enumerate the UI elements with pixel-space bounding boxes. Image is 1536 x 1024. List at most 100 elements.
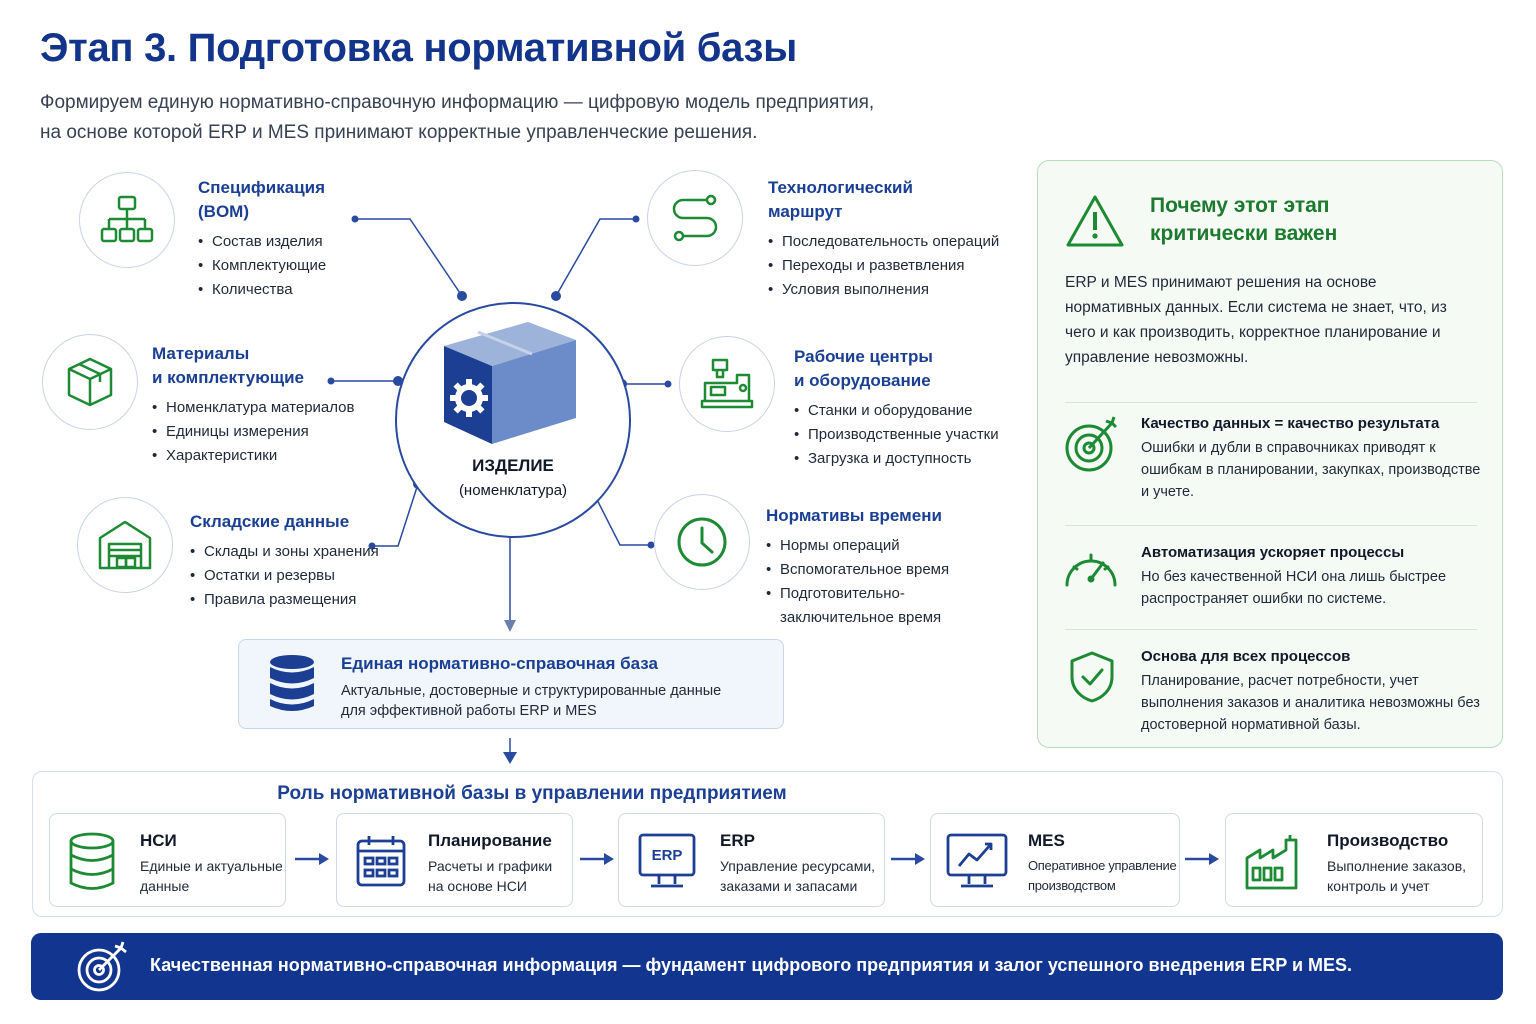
list-item: Станки и оборудование xyxy=(794,399,999,423)
list-item: Остатки и резервы xyxy=(190,564,379,588)
speedometer-icon xyxy=(1065,553,1117,587)
factory-icon xyxy=(1245,835,1298,890)
product-box-icon xyxy=(444,322,576,444)
node-bom-title: Спецификация (BOM) xyxy=(198,178,326,221)
why-item-title: Качество данных = качество результата xyxy=(1141,415,1440,432)
why-item-foundation: Основа для всех процессов Планирование, … xyxy=(1141,648,1481,736)
node-route: Технологический маршрут Последовательнос… xyxy=(768,176,999,302)
target-icon xyxy=(1065,416,1118,472)
why-item-title: Основа для всех процессов xyxy=(1141,648,1351,665)
list-item: Комплектующие xyxy=(198,254,326,278)
why-item-title: Автоматизация ускоряет процессы xyxy=(1141,544,1405,561)
page-title: Этап 3. Подготовка нормативной базы xyxy=(40,26,797,70)
list-item: Правила размещения xyxy=(190,588,379,612)
nsi-base-title: Единая нормативно-справочная база xyxy=(341,654,658,673)
shield-check-icon xyxy=(1070,651,1114,703)
role-card-planning: Планирование Расчеты и графики на основе… xyxy=(336,813,573,907)
role-card-title: Планирование xyxy=(428,831,552,850)
role-card-title: ERP xyxy=(720,831,755,850)
materials-icon-circle xyxy=(42,334,138,430)
list-item: Характеристики xyxy=(152,444,355,468)
nsi-base-box xyxy=(238,639,784,729)
list-item: Условия выполнения xyxy=(768,278,999,302)
box-icon xyxy=(67,357,113,407)
why-item-desc: Но без качественной НСИ она лишь быстрее… xyxy=(1141,569,1447,607)
divider xyxy=(1065,629,1477,630)
erp-monitor-icon: ERP xyxy=(638,833,696,888)
warehouse-icon xyxy=(98,520,152,570)
workcenters-icon-circle xyxy=(679,336,775,432)
page-subtitle: Формируем единую нормативно-справочную и… xyxy=(40,88,1020,148)
database-icon xyxy=(69,832,115,890)
node-workcenters-title: Рабочие центры и оборудование xyxy=(794,347,933,390)
subtitle-line-2: на основе которой ERP и MES принимают ко… xyxy=(40,122,758,143)
why-desc: ERP и MES принимают решения на основе но… xyxy=(1065,274,1447,366)
database-icon xyxy=(270,655,314,711)
center-sublabel: (номенклатура) xyxy=(458,482,568,499)
banner-text: Качественная нормативно-справочная инфор… xyxy=(150,955,1353,975)
arrow-down-icon xyxy=(503,752,517,764)
list-item: Количества xyxy=(198,278,326,302)
node-warehouse: Складские данные Склады и зоны хранения … xyxy=(190,510,379,612)
role-card-production: Производство Выполнение заказов, контрол… xyxy=(1225,813,1483,907)
node-route-title: Технологический маршрут xyxy=(768,178,913,221)
chart-monitor-icon xyxy=(946,833,1008,888)
arrow-right-icon xyxy=(295,853,329,865)
clock-icon xyxy=(677,517,727,567)
arrow-right-icon xyxy=(580,853,614,865)
list-item: Нормы операций xyxy=(766,534,949,558)
list-item: Состав изделия xyxy=(198,230,326,254)
why-item-desc: Планирование, расчет потребности, учет в… xyxy=(1141,673,1480,733)
node-materials-title: Материалы и комплектующие xyxy=(152,344,304,387)
list-item: Склады и зоны хранения xyxy=(190,540,379,564)
role-card-nsi: НСИ Единые и актуальные данные xyxy=(49,813,286,907)
arrow-right-icon xyxy=(891,853,925,865)
time-icon-circle xyxy=(654,494,750,590)
calendar-icon xyxy=(356,836,406,887)
node-materials: Материалы и комплектующие Номенклатура м… xyxy=(152,342,355,468)
node-time-title: Нормативы времени xyxy=(766,506,942,525)
warehouse-icon-circle xyxy=(77,497,173,593)
why-title: Почему этот этап критически важен xyxy=(1150,194,1338,245)
list-item: Загрузка и доступность xyxy=(794,447,999,471)
role-card-desc: Выполнение заказов, контроль и учет xyxy=(1327,858,1467,894)
machine-icon xyxy=(700,358,754,409)
route-icon-circle xyxy=(647,170,743,266)
nsi-base-desc: Актуальные, достоверные и структурирован… xyxy=(341,681,761,721)
divider xyxy=(1065,402,1477,403)
role-card-desc: Оперативное управление производством xyxy=(1028,858,1177,893)
route-icon xyxy=(672,194,718,242)
erp-monitor-text: ERP xyxy=(652,847,683,864)
arrow-right-icon xyxy=(1185,853,1219,865)
why-item-quality: Качество данных = качество результата Ош… xyxy=(1141,415,1481,503)
role-card-title: MES xyxy=(1028,831,1065,850)
role-card-erp: ERP ERP Управление ресурсами, заказами и… xyxy=(618,813,885,907)
bottom-banner xyxy=(31,933,1503,1000)
node-workcenters: Рабочие центры и оборудование Станки и о… xyxy=(794,345,999,471)
role-card-mes: MES Оперативное управление производством xyxy=(930,813,1180,907)
node-bom: Спецификация (BOM) Состав изделия Компле… xyxy=(198,176,326,302)
role-card-desc: Управление ресурсами, заказами и запасам… xyxy=(720,858,876,894)
role-title: Роль нормативной базы в управлении предп… xyxy=(277,783,787,804)
warning-icon xyxy=(1066,195,1124,247)
list-item: Единицы измерения xyxy=(152,420,355,444)
hierarchy-icon xyxy=(100,195,154,243)
node-warehouse-title: Складские данные xyxy=(190,512,350,531)
why-critical-panel xyxy=(1037,160,1503,748)
node-time: Нормативы времени Нормы операций Вспомог… xyxy=(766,504,949,630)
list-item: Производственные участки xyxy=(794,423,999,447)
bom-icon-circle xyxy=(79,172,175,268)
target-icon xyxy=(77,941,127,992)
divider xyxy=(1065,525,1477,526)
list-item: Вспомогательное время xyxy=(766,558,949,582)
subtitle-line-1: Формируем единую нормативно-справочную и… xyxy=(40,92,875,113)
nsi-desc-line-1: Актуальные, достоверные и структурирован… xyxy=(341,683,722,699)
role-card-title: НСИ xyxy=(140,831,177,850)
center-label: ИЗДЕЛИЕ xyxy=(472,456,554,475)
arrow-down-icon xyxy=(504,620,516,632)
nsi-desc-line-2: для эффективной работы ERP и MES xyxy=(341,703,597,719)
list-item: Переходы и разветвления xyxy=(768,254,999,278)
list-item: Подготовительно- заключительное время xyxy=(766,582,949,630)
role-card-desc: Единые и актуальные данные xyxy=(140,858,283,894)
role-card-title: Производство xyxy=(1327,831,1449,850)
